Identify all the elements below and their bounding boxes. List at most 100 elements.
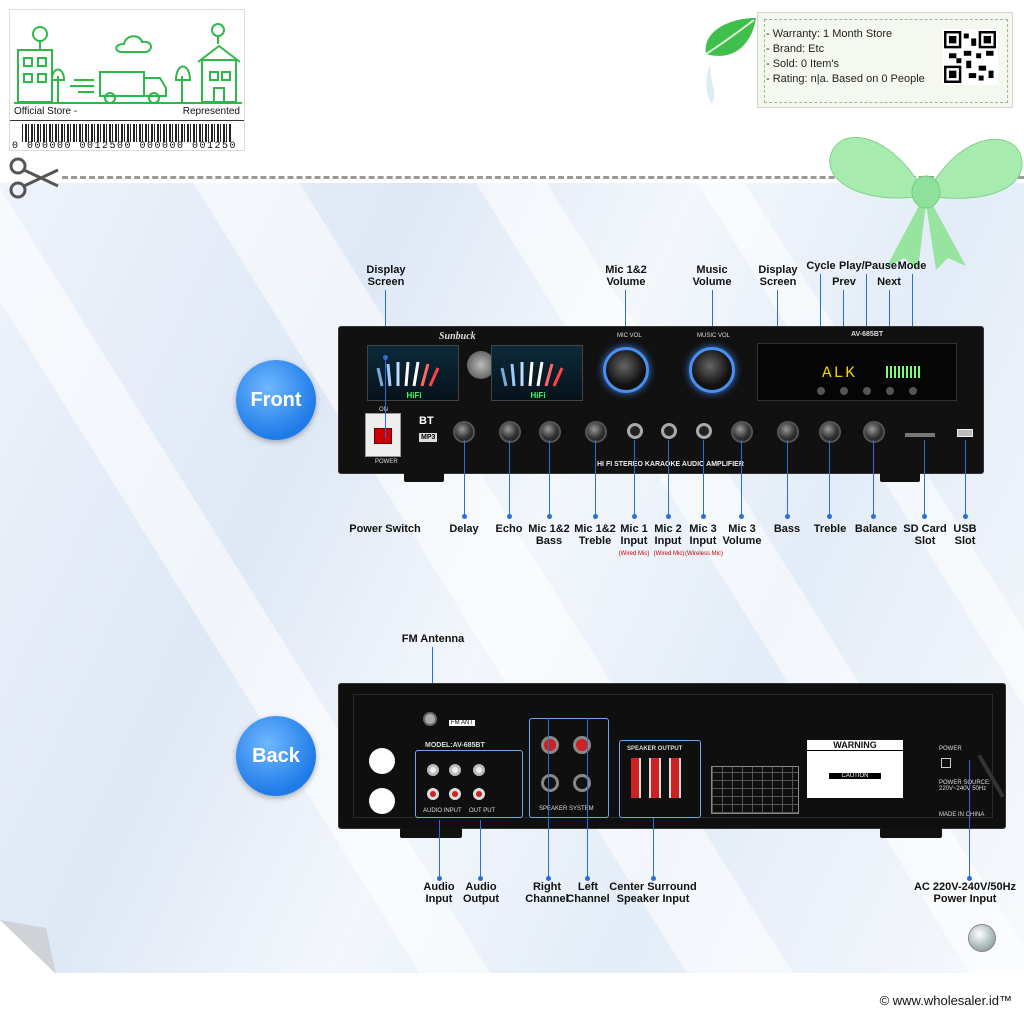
made-in-text: MADE IN CHINA <box>939 812 985 818</box>
frequency-graph <box>711 766 799 814</box>
next-button[interactable] <box>886 387 894 395</box>
amplifier-front: Sunbuck HiFi HiFi MIC VOL MUSIC VOL ALK … <box>338 326 984 474</box>
right-speaker-positive[interactable] <box>541 736 559 754</box>
cycle-button[interactable] <box>817 387 825 395</box>
mode-button[interactable] <box>909 387 917 395</box>
info-lines: - Warranty: 1 Month Store - Brand: Etc -… <box>766 27 925 87</box>
divider <box>10 120 244 121</box>
background-panel <box>0 183 1024 973</box>
music-volume-knob[interactable] <box>689 347 735 393</box>
vu-meter-left: HiFi <box>367 345 459 401</box>
label-sd-card-slot: SD Card Slot <box>903 523 947 547</box>
mountain-icon <box>369 788 395 814</box>
label-treble: Treble <box>813 523 847 535</box>
label-mic3-volume: Mic 3 Volume <box>722 523 762 547</box>
cut-line <box>62 176 1024 179</box>
barcode-number: 0 000000 0012500 000000 001250 <box>12 141 238 152</box>
emblem-icon <box>467 351 495 379</box>
balance-knob[interactable] <box>863 421 885 443</box>
speaker-output-panel <box>619 740 701 818</box>
label-music-volume: Music Volume <box>692 264 732 288</box>
usb-slot[interactable] <box>957 429 973 437</box>
speaker-system-panel <box>529 718 609 818</box>
mic-volume-knob[interactable] <box>603 347 649 393</box>
model-back-text: MODEL:AV-685BT <box>425 742 485 749</box>
play-pause-button[interactable] <box>863 387 871 395</box>
treble-knob[interactable] <box>819 421 841 443</box>
mic3-volume-knob[interactable] <box>731 421 753 443</box>
aux2-l-jack[interactable] <box>449 764 461 776</box>
store-right-label: Represented <box>182 106 240 117</box>
vu-meter-right: HiFi <box>491 345 583 401</box>
label-mic3-input: Mic 3 Input <box>689 523 717 547</box>
label-delay: Delay <box>449 523 479 535</box>
power-switch[interactable] <box>365 413 401 457</box>
output-text: OUT PUT <box>469 808 496 814</box>
power-text: POWER <box>375 459 398 465</box>
store-card: Official Store - Represented 0 000000 00… <box>9 9 245 152</box>
left-speaker-positive[interactable] <box>573 736 591 754</box>
label-fm-antenna: FM Antenna <box>401 633 465 645</box>
display-window: ALK <box>757 343 957 401</box>
store-left-label: Official Store - <box>14 106 78 117</box>
echo-knob[interactable] <box>499 421 521 443</box>
bass-knob[interactable] <box>777 421 799 443</box>
label-echo: Echo <box>495 523 523 535</box>
hifi-text-left: HiFi <box>406 391 421 400</box>
back-badge: Back <box>236 716 316 796</box>
power-switch-back[interactable] <box>941 758 951 768</box>
power-back-text: POWER <box>939 746 962 752</box>
label-audio-input: Audio Input <box>423 881 455 905</box>
hifi-text-right: HiFi <box>530 391 545 400</box>
mic1-jack[interactable] <box>627 423 643 439</box>
heat-icon <box>369 748 395 774</box>
scissors-icon <box>9 157 59 199</box>
mic-bass-knob[interactable] <box>539 421 561 443</box>
brand-text: - Brand: Etc <box>766 43 825 55</box>
label-prev: Prev <box>832 276 856 288</box>
aux1-l-jack[interactable] <box>427 764 439 776</box>
sold-text: - Sold: 0 Item's <box>766 58 840 70</box>
mic2-jack[interactable] <box>661 423 677 439</box>
label-play-pause: Play/Pause <box>838 260 898 272</box>
label-balance: Balance <box>854 523 898 535</box>
label-usb-slot: USB Slot <box>953 523 977 547</box>
left-speaker-negative[interactable] <box>573 774 591 792</box>
label-ac-power: AC 220V-240V/50Hz Power Input <box>913 881 1017 905</box>
mic-vol-text: MIC VOL <box>617 333 642 339</box>
warranty-text: - Warranty: 1 Month Store <box>766 28 893 40</box>
on-text: ON <box>379 407 388 413</box>
warning-label: WARNING CAUTION <box>807 740 903 798</box>
label-power-switch: Power Switch <box>349 523 421 535</box>
label-mic12-volume: Mic 1&2 Volume <box>605 264 647 288</box>
amplifier-back: FM ANT MODEL:AV-685BT AUDIO INPUT OUT PU… <box>338 683 1006 829</box>
speaker-terminals[interactable] <box>631 758 689 798</box>
rating-text: - Rating: n|a. Based on 0 People <box>766 73 925 85</box>
music-vol-text: MUSIC VOL <box>697 333 731 339</box>
scroll-top-button[interactable] <box>968 924 996 952</box>
right-speaker-negative[interactable] <box>541 774 559 792</box>
mic3-jack[interactable] <box>696 423 712 439</box>
aux2-r-jack[interactable] <box>449 788 461 800</box>
label-mode: Mode <box>897 260 927 272</box>
prev-button[interactable] <box>840 387 848 395</box>
label-cycle: Cycle <box>806 260 836 272</box>
spectrum-bars <box>886 366 922 378</box>
line-out-l-jack[interactable] <box>473 764 485 776</box>
audio-input-text: AUDIO INPUT <box>423 808 462 814</box>
aux1-r-jack[interactable] <box>427 788 439 800</box>
label-next: Next <box>877 276 901 288</box>
line-out-r-jack[interactable] <box>473 788 485 800</box>
mic-treble-knob[interactable] <box>585 421 607 443</box>
audio-io-panel <box>415 750 523 818</box>
sd-card-slot[interactable] <box>905 433 935 437</box>
note-wired-mic-2: (Wired Mic) <box>653 551 685 557</box>
label-audio-output: Audio Output <box>462 881 500 905</box>
back-foot-right <box>880 828 942 838</box>
note-wireless-mic: (Wireless Mic) <box>685 551 723 557</box>
foot-right <box>880 472 920 482</box>
label-left-channel: Left Channel <box>566 881 610 905</box>
leaf-icon <box>705 18 756 104</box>
bt-logo: BT <box>419 415 434 427</box>
fm-antenna-jack[interactable] <box>423 712 437 726</box>
